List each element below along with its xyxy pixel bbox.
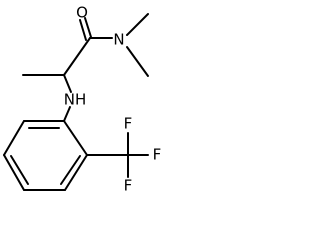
carbonyl-alpha-bond bbox=[63, 37, 91, 76]
ring-bond-4 bbox=[3, 154, 25, 191]
alpha-nh-bond bbox=[63, 74, 72, 93]
amine-nh-label: NH bbox=[64, 91, 87, 109]
ring-bond-1 bbox=[63, 120, 88, 156]
oxygen-label: O bbox=[76, 4, 88, 22]
ring-bond-5 bbox=[3, 120, 25, 156]
fluorine-right-label: F bbox=[153, 146, 162, 164]
ring-inner-bond-2 bbox=[60, 155, 81, 185]
structure-drawing: O N NH F F F bbox=[3, 4, 162, 195]
fluorine-bottom-label: F bbox=[124, 177, 133, 195]
ring-bond-2 bbox=[64, 154, 88, 191]
nh-ring-bond bbox=[63, 106, 71, 122]
n-methyl-bond-top bbox=[126, 13, 149, 36]
amide-nitrogen-label: N bbox=[113, 31, 124, 49]
carbonyl-bond-a bbox=[84, 17, 92, 38]
ring-inner-bond-3 bbox=[10, 155, 29, 185]
fluorine-top-label: F bbox=[124, 115, 133, 133]
carbonyl-bond-b bbox=[79, 19, 87, 41]
n-methyl-bond-bottom bbox=[126, 46, 149, 77]
